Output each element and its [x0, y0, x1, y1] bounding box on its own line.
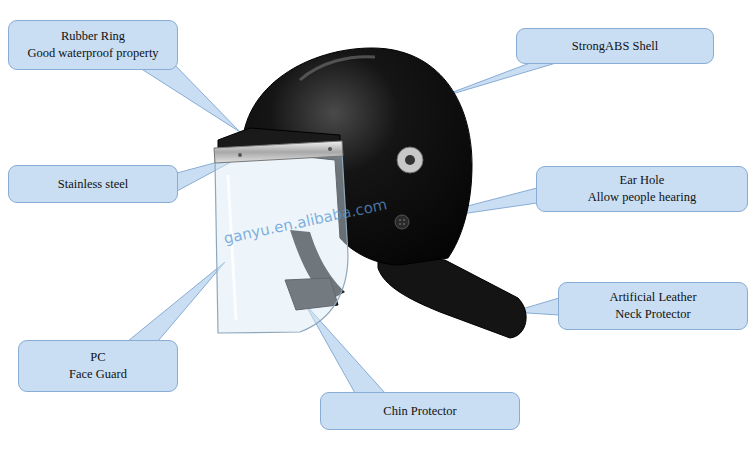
- ear-hole: [395, 215, 409, 229]
- callout-text: Face Guard: [69, 366, 127, 383]
- callout-box: Rubber RingGood waterproof property: [8, 20, 178, 70]
- callout-text: Good waterproof property: [27, 45, 158, 62]
- stainless-band: [214, 141, 343, 163]
- callout-text: StrongABS Shell: [572, 38, 658, 55]
- callout-text: PC: [90, 349, 105, 366]
- callout-text: Stainless steel: [58, 176, 128, 193]
- callout-box: PCFace Guard: [18, 340, 178, 392]
- callout-text: Artificial Leather Neck Protector: [597, 289, 709, 323]
- callout-box: Artificial Leather Neck Protector: [558, 282, 748, 330]
- callout-text: Ear Hole: [620, 172, 665, 189]
- pivot-screw: [397, 147, 423, 173]
- callout-box: Stainless steel: [8, 165, 178, 203]
- callout-box: Ear HoleAllow people hearing: [536, 166, 748, 212]
- callout-text: Chin Protector: [383, 403, 456, 420]
- callout-text: Rubber Ring: [61, 28, 125, 45]
- callout-text: Allow people hearing: [588, 189, 696, 206]
- callout-box: StrongABS Shell: [516, 28, 714, 64]
- callout-box: Chin Protector: [320, 392, 520, 430]
